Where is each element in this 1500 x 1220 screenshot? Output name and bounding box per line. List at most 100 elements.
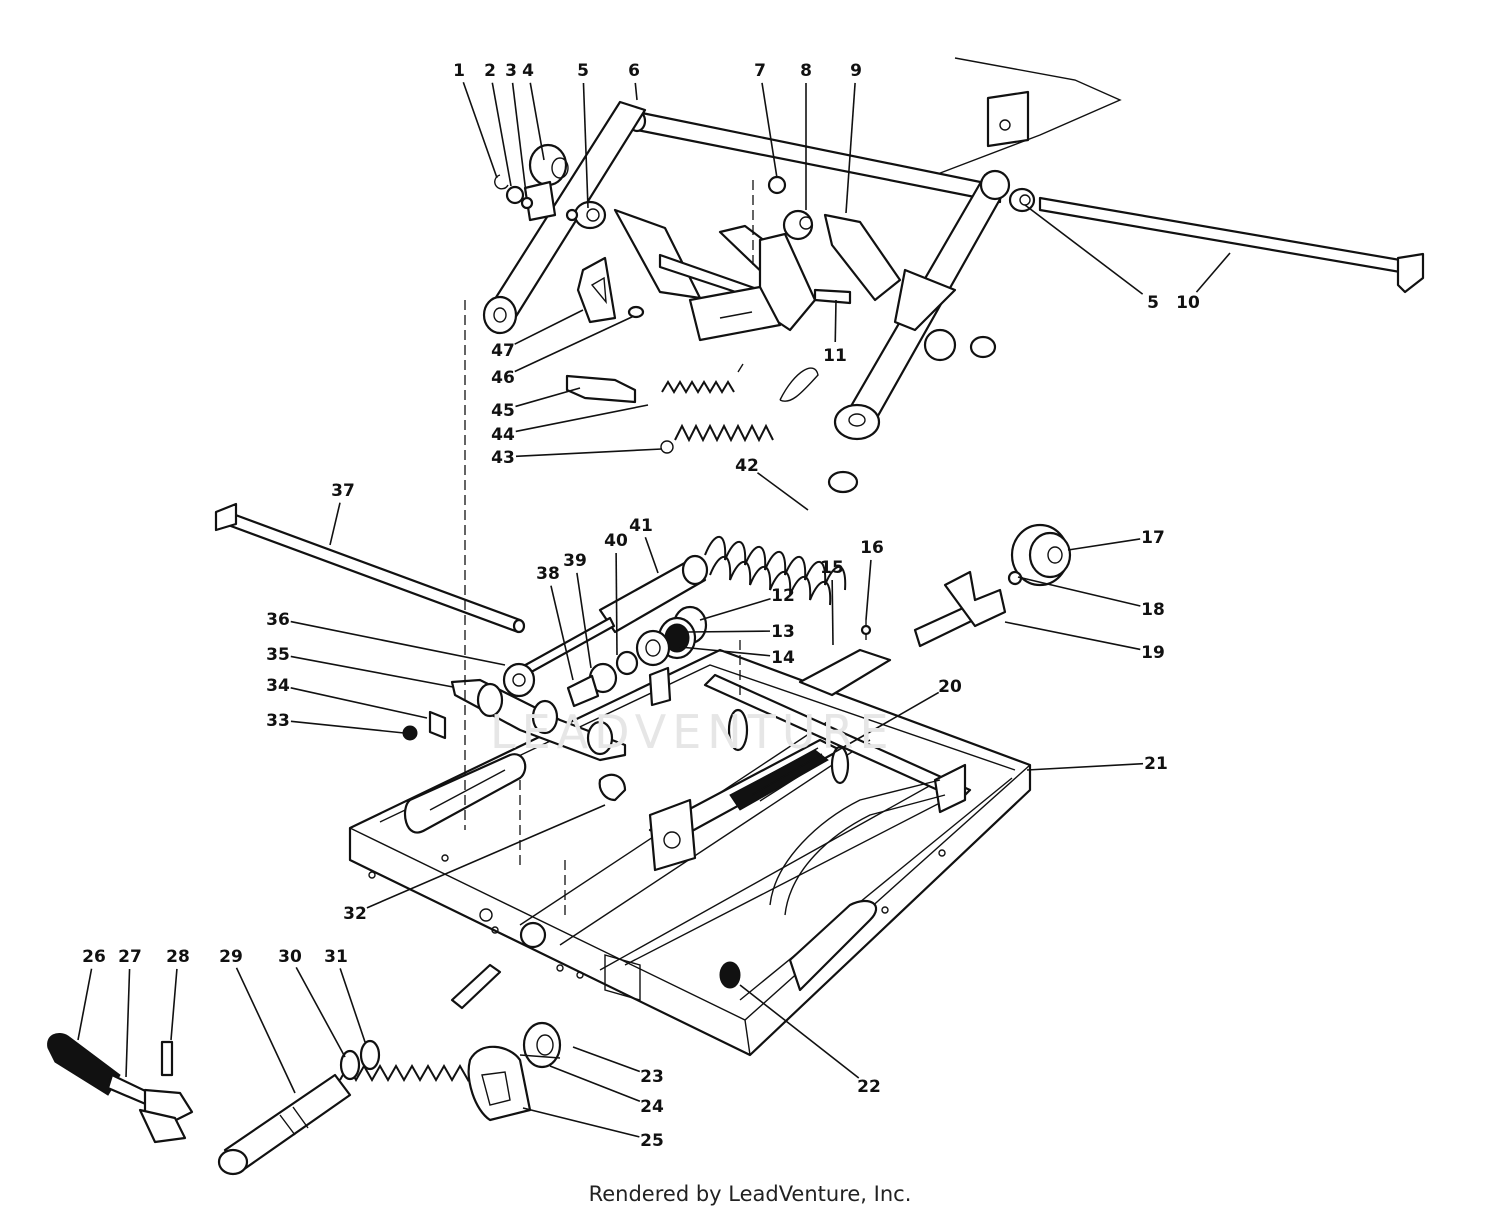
- callout-leader: [1195, 252, 1231, 293]
- callout-number: 15: [820, 558, 844, 578]
- callout-leader: [295, 967, 346, 1058]
- callout-number: 3: [505, 61, 517, 81]
- callout-43: 43: [491, 448, 663, 468]
- rods-and-roller: [214, 502, 1072, 648]
- callout-number: 27: [118, 947, 142, 967]
- callout-leader: [515, 404, 649, 433]
- callout-leader: [529, 82, 545, 161]
- callout-46: 46: [491, 315, 635, 388]
- callout-47: 47: [491, 309, 584, 361]
- callout-number: 14: [771, 648, 795, 668]
- callout-11: 11: [823, 299, 847, 366]
- callout-37: 37: [329, 481, 355, 546]
- callout-2: 2: [484, 61, 512, 187]
- callout-leader: [462, 81, 498, 179]
- callout-1: 1: [453, 61, 498, 179]
- callout-5: 5: [577, 61, 589, 209]
- callout-number: 23: [640, 1067, 664, 1087]
- callout-number: 35: [266, 645, 290, 665]
- adjuster-handle-assembly: [47, 963, 502, 1176]
- callout-number: 31: [324, 947, 348, 967]
- callout-number: 12: [771, 586, 795, 606]
- spring-and-tension-assembly: [502, 470, 859, 708]
- callout-leader: [366, 804, 606, 909]
- callout-number: 29: [219, 947, 243, 967]
- callout-42: 42: [735, 456, 809, 511]
- callout-17: 17: [1067, 528, 1165, 551]
- callout-41: 41: [629, 516, 659, 574]
- callout-leader: [582, 82, 589, 209]
- callout-leader: [834, 691, 940, 753]
- callout-number: 45: [491, 401, 515, 421]
- callout-leader: [290, 687, 428, 719]
- callout-number: 46: [491, 368, 515, 388]
- callout-number: 16: [860, 538, 884, 558]
- callout-leader: [845, 82, 856, 214]
- callout-39: 39: [563, 551, 592, 669]
- callout-leader: [1067, 538, 1141, 551]
- callout-leader: [77, 968, 93, 1041]
- callout-27: 27: [118, 947, 142, 1078]
- callout-number: 38: [536, 564, 560, 584]
- callout-number: 9: [850, 61, 862, 81]
- callout-number: 10: [1176, 293, 1200, 313]
- callout-number: 36: [266, 610, 290, 630]
- callout-number: 20: [938, 677, 962, 697]
- callout-15: 15: [820, 558, 844, 646]
- callout-number: 7: [754, 61, 766, 81]
- callout-21: 21: [1026, 754, 1168, 774]
- callout-number: 40: [604, 531, 628, 551]
- callout-leader: [699, 597, 771, 621]
- callout-8: 8: [800, 61, 812, 210]
- callout-leader: [125, 968, 131, 1078]
- callout-25: 25: [522, 1107, 664, 1151]
- callout-number: 42: [735, 456, 759, 476]
- callout-44: 44: [491, 404, 649, 445]
- callout-number: 1: [453, 61, 465, 81]
- callout-leader: [834, 299, 837, 343]
- callout-leader: [615, 552, 618, 656]
- callout-leader: [865, 559, 872, 621]
- callout-leader: [290, 655, 454, 688]
- callout-leader: [511, 82, 527, 194]
- callout-number: 34: [266, 676, 290, 696]
- callout-number: 24: [640, 1097, 664, 1117]
- callout-leader: [1024, 204, 1144, 295]
- callout-leader: [679, 646, 771, 657]
- callout-number: 21: [1144, 754, 1168, 774]
- callout-5: 5: [1024, 204, 1159, 313]
- callout-45: 45: [491, 387, 581, 421]
- callout-number: 47: [491, 341, 515, 361]
- callout-number: 4: [522, 61, 534, 81]
- callout-number: 8: [800, 61, 812, 81]
- callout-number: 13: [771, 622, 795, 642]
- upper-linkage-assembly: [482, 57, 1425, 454]
- callout-number: 30: [278, 947, 302, 967]
- callout-leader: [235, 967, 296, 1094]
- callout-23: 23: [572, 1046, 664, 1087]
- callout-leader: [515, 448, 663, 458]
- callout-number: 5: [1147, 293, 1159, 313]
- callout-24: 24: [549, 1065, 664, 1117]
- callout-26: 26: [77, 947, 106, 1041]
- callout-number: 2: [484, 61, 496, 81]
- callout-4: 4: [522, 61, 545, 161]
- callout-29: 29: [219, 947, 296, 1094]
- callout-9: 9: [845, 61, 862, 214]
- callout-7: 7: [754, 61, 778, 179]
- callout-number: 43: [491, 448, 515, 468]
- callout-6: 6: [628, 61, 640, 101]
- callout-34: 34: [266, 676, 428, 719]
- callout-13: 13: [687, 622, 795, 642]
- callout-18: 18: [1017, 576, 1165, 620]
- callout-leader: [644, 536, 659, 574]
- callout-leader: [290, 720, 405, 734]
- callout-leader: [522, 1107, 640, 1138]
- callout-leader: [514, 315, 635, 373]
- callout-30: 30: [278, 947, 346, 1058]
- callout-leader: [831, 579, 834, 646]
- callout-leader: [170, 968, 178, 1041]
- callout-leader: [549, 1065, 641, 1102]
- callout-leader: [329, 502, 341, 546]
